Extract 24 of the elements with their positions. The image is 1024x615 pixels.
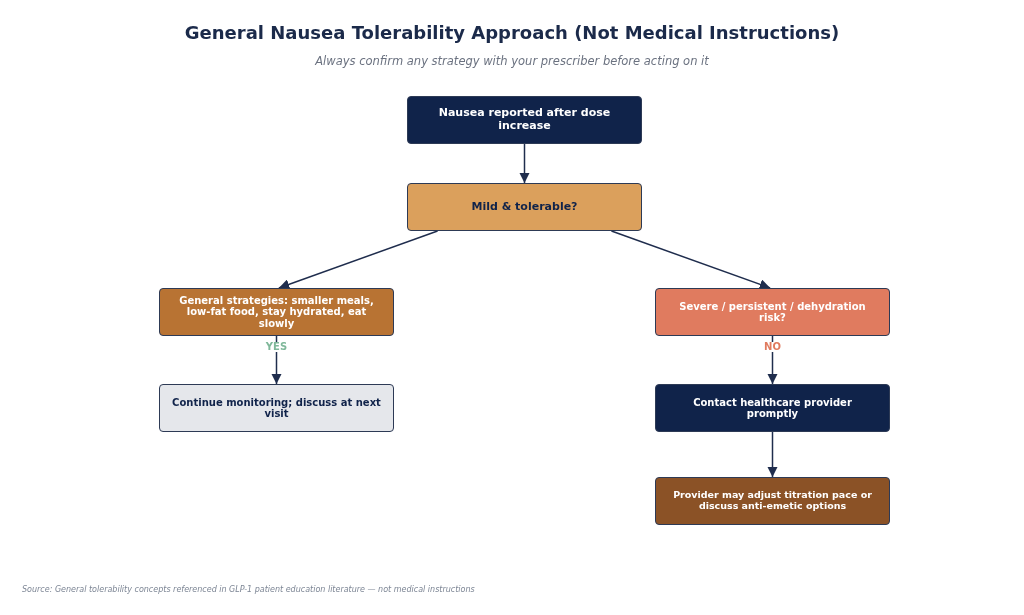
- arrow: [278, 230, 439, 290]
- subtitle: Always confirm any strategy with your prescriber before acting on it: [315, 53, 709, 70]
- node-text: Contact healthcare provider promptly: [692, 396, 853, 420]
- node-text: Mild & tolerable?: [471, 200, 578, 214]
- process-box: [159, 288, 394, 336]
- arrow: [610, 230, 771, 290]
- node-text: Severe / persistent / dehydration risk?: [678, 300, 867, 324]
- edge-label: YES: [264, 342, 289, 352]
- node-text: Continue monitoring; discuss at next visit: [172, 396, 381, 420]
- decision-box: [655, 288, 890, 336]
- arrow: [767, 335, 778, 385]
- action-box: [655, 477, 890, 525]
- node-text: Provider may adjust titration pace or discuss anti-emetic options: [672, 490, 873, 512]
- arrow: [767, 431, 778, 478]
- arrow: [519, 143, 530, 184]
- edge-label: NO: [763, 342, 782, 352]
- process-box: [159, 384, 394, 432]
- action-box: [655, 384, 890, 432]
- node-text: General strategies: smaller meals, low-fat food, stay hydrated, eat slowly: [178, 294, 375, 330]
- decision-box: [407, 183, 642, 231]
- start-box: [407, 96, 642, 144]
- source-note: Source: General tolerability concepts referenced in GLP-1 patient education literature — not medical instructions: [22, 584, 475, 596]
- node-text: Nausea reported after dose increase: [437, 107, 612, 133]
- title: General Nausea Tolerability Approach (Not Medical Instructions): [184, 21, 840, 45]
